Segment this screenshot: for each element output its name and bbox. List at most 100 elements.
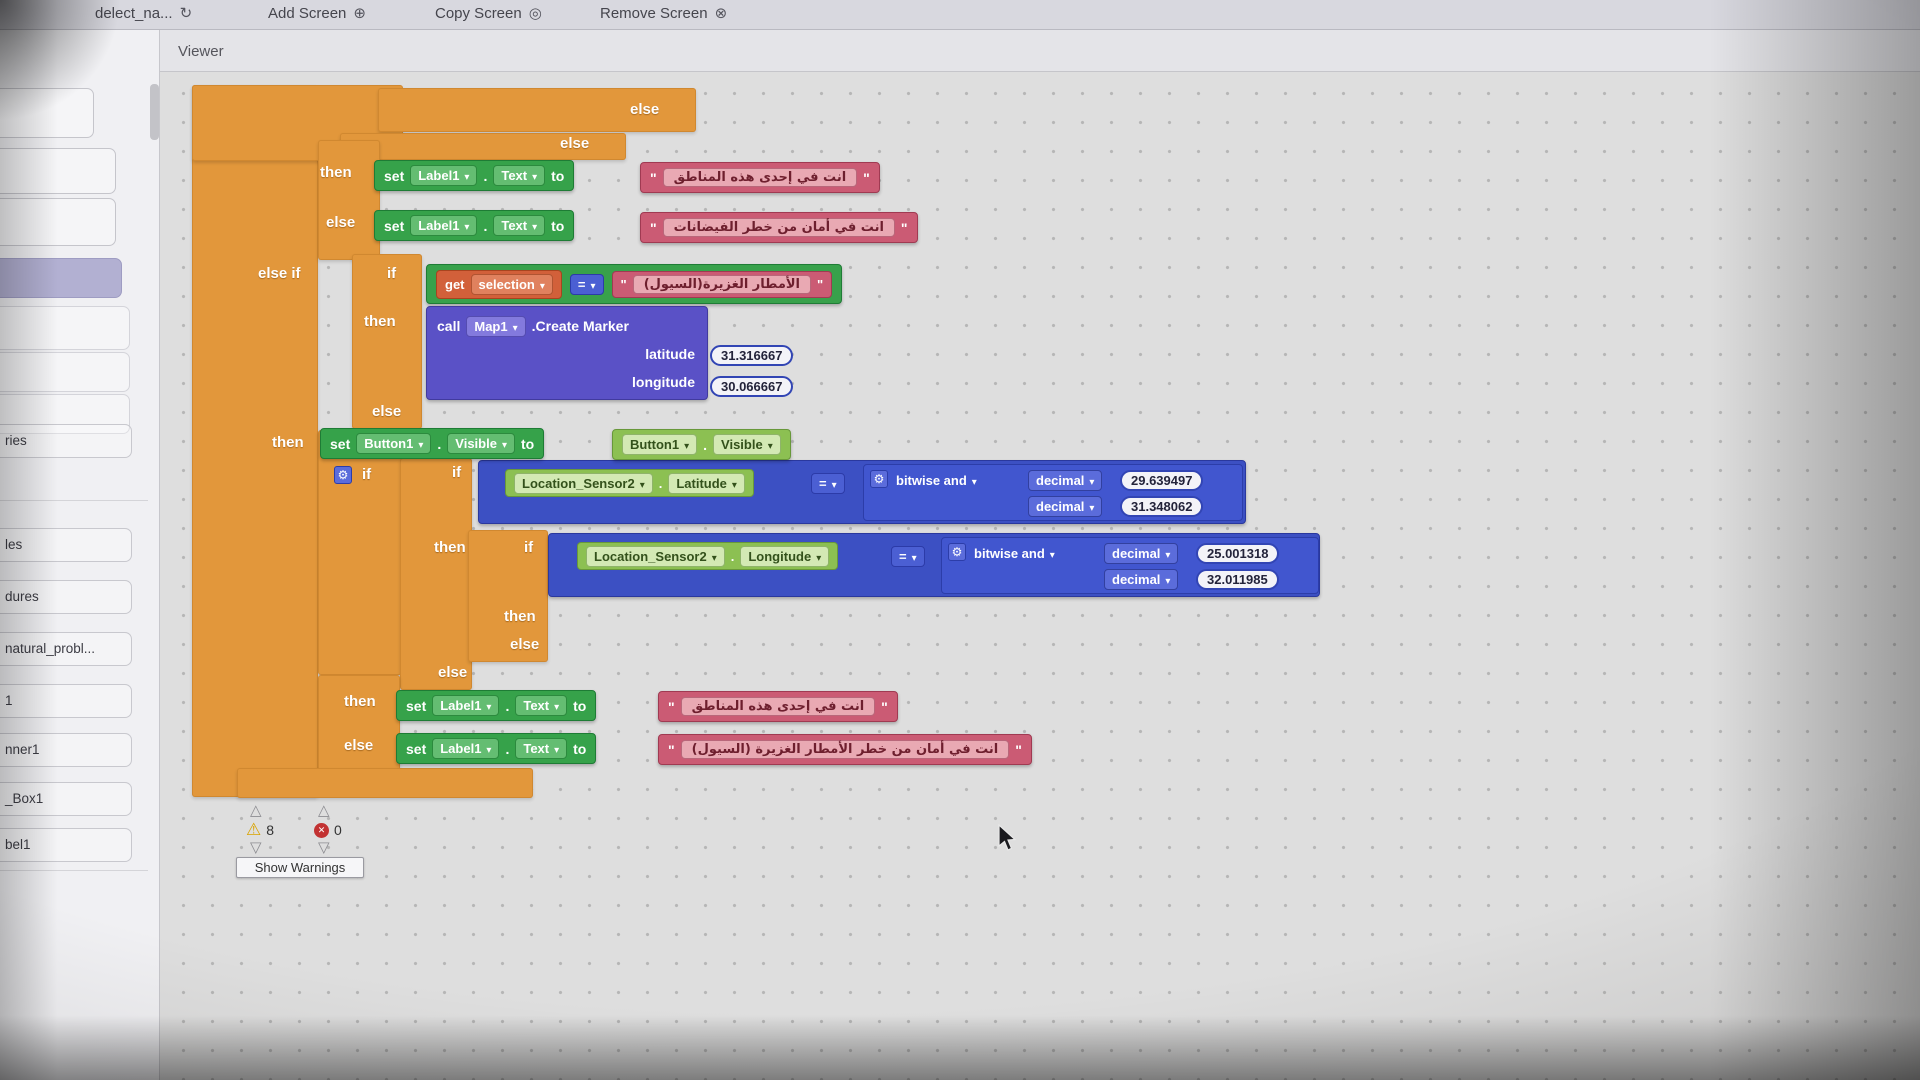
call-keyword: call bbox=[437, 318, 461, 334]
property-dropdown[interactable]: Text bbox=[515, 695, 568, 716]
caret-down-icon bbox=[513, 319, 518, 334]
component-dropdown[interactable]: Map1 bbox=[466, 315, 526, 337]
function-dropdown[interactable]: bitwise and bbox=[896, 473, 977, 488]
show-warnings-button[interactable]: Show Warnings bbox=[236, 857, 364, 878]
screen-selector-button[interactable]: delect_na... bbox=[95, 4, 192, 22]
text-string-block[interactable]: الأمطار الغزيرة(السيول) bbox=[611, 270, 833, 298]
nested-if-column[interactable] bbox=[318, 430, 402, 675]
function-dropdown[interactable]: bitwise and bbox=[974, 546, 1055, 561]
number-block-longitude[interactable]: 30.066667 bbox=[710, 376, 794, 397]
decimal-dropdown[interactable]: decimal bbox=[1028, 496, 1103, 517]
caret-down-icon bbox=[554, 698, 559, 713]
set-property-block[interactable]: set Label1 . Text to bbox=[374, 210, 575, 241]
number-block[interactable]: 25.001318 bbox=[1196, 543, 1280, 564]
set-property-block[interactable]: set Label1 . Text to bbox=[396, 690, 597, 721]
mutator-gear-icon[interactable] bbox=[334, 466, 352, 484]
text-string-block[interactable]: انت في أمان من خطر الأمطار الغزيرة (السي… bbox=[658, 734, 1032, 765]
operator-dropdown[interactable]: = bbox=[811, 473, 845, 494]
if-label: if bbox=[524, 539, 534, 556]
decimal-dropdown[interactable]: decimal bbox=[1104, 543, 1179, 564]
number-block[interactable]: 29.639497 bbox=[1120, 470, 1204, 491]
component-dropdown[interactable]: Label1 bbox=[432, 695, 500, 716]
remove-screen-label: Remove Screen bbox=[600, 4, 708, 22]
dropdown-value: Location_Sensor2 bbox=[522, 475, 635, 491]
operator-value: = bbox=[899, 549, 907, 564]
if-block-column[interactable] bbox=[318, 140, 380, 260]
collapse-down-icon[interactable]: ▽ bbox=[250, 839, 262, 856]
caret-down-icon bbox=[464, 168, 469, 183]
errors-counter[interactable]: 0 bbox=[314, 822, 342, 838]
property-dropdown[interactable]: Latitude bbox=[668, 472, 745, 494]
text-value-field[interactable]: الأمطار الغزيرة(السيول) bbox=[632, 274, 812, 294]
warnings-counter[interactable]: 8 bbox=[246, 820, 274, 840]
collapse-down-icon[interactable]: ▽ bbox=[318, 839, 330, 856]
collapse-up-icon[interactable]: △ bbox=[318, 802, 330, 819]
nested-if-column[interactable] bbox=[400, 458, 472, 690]
component-dropdown[interactable]: Button1 bbox=[622, 434, 698, 455]
get-property-block[interactable]: Location_Sensor2 . Latitude bbox=[505, 469, 754, 497]
get-variable-block[interactable]: get selection bbox=[436, 269, 562, 299]
number-block-latitude[interactable]: 31.316667 bbox=[710, 345, 794, 366]
decimal-dropdown[interactable]: decimal bbox=[1028, 470, 1103, 491]
screen-toolbar: delect_na... Add Screen Copy Screen Remo… bbox=[0, 0, 1920, 30]
else-if-label: else if bbox=[258, 265, 301, 282]
text-value-field[interactable]: انت في أمان من خطر الفيضانات bbox=[662, 218, 895, 237]
bitwise-and-block[interactable]: bitwise and decimal 29.639497 decimal 31… bbox=[863, 464, 1243, 521]
operator-value: = bbox=[577, 276, 586, 292]
if-block-footer[interactable] bbox=[237, 768, 533, 798]
set-keyword: set bbox=[384, 167, 405, 184]
bitwise-and-block[interactable]: bitwise and decimal 25.001318 decimal 32… bbox=[941, 537, 1319, 594]
property-dropdown[interactable]: Text bbox=[515, 738, 568, 759]
set-property-block[interactable]: set Button1 . Visible to bbox=[320, 428, 545, 459]
set-property-block[interactable]: set Label1 . Text to bbox=[374, 160, 575, 191]
text-value-field[interactable]: انت في إحدى هذه المناطق bbox=[662, 168, 858, 187]
add-screen-button[interactable]: Add Screen bbox=[268, 4, 366, 22]
math-compare-block[interactable]: Location_Sensor2 . Longitude = bitwise a… bbox=[548, 533, 1320, 597]
copy-screen-button[interactable]: Copy Screen bbox=[435, 4, 542, 22]
dropdown-value: decimal bbox=[1112, 546, 1161, 561]
remove-screen-button[interactable]: Remove Screen bbox=[600, 4, 727, 22]
operator-dropdown[interactable]: = bbox=[569, 273, 604, 295]
component-dropdown[interactable]: Label1 bbox=[410, 215, 478, 236]
decimal-dropdown[interactable]: decimal bbox=[1104, 569, 1179, 590]
text-string-block[interactable]: انت في إحدى هذه المناطق bbox=[658, 691, 898, 722]
component-dropdown[interactable]: Label1 bbox=[410, 165, 478, 186]
component-dropdown[interactable]: Button1 bbox=[356, 433, 432, 454]
component-dropdown[interactable]: Label1 bbox=[432, 738, 500, 759]
set-property-block[interactable]: set Label1 . Text to bbox=[396, 733, 597, 764]
set-keyword: set bbox=[406, 740, 427, 757]
dot-separator: . bbox=[703, 436, 708, 453]
plus-circle-icon bbox=[353, 4, 366, 22]
then-label: then bbox=[272, 434, 304, 451]
property-dropdown[interactable]: Visible bbox=[447, 433, 515, 454]
get-property-block[interactable]: Button1 . Visible bbox=[612, 429, 791, 460]
else-label: else bbox=[560, 135, 590, 152]
property-dropdown[interactable]: Longitude bbox=[740, 545, 830, 567]
mutator-gear-icon[interactable] bbox=[948, 543, 966, 561]
property-dropdown[interactable]: Visible bbox=[713, 434, 781, 455]
property-dropdown[interactable]: Text bbox=[493, 165, 546, 186]
number-block[interactable]: 32.011985 bbox=[1196, 569, 1279, 590]
dropdown-value: decimal bbox=[1036, 473, 1085, 488]
property-dropdown[interactable]: Text bbox=[493, 215, 546, 236]
compare-equals-block[interactable]: get selection = الأمطار الغزيرة(السيول) bbox=[426, 264, 843, 304]
text-value-field[interactable]: انت في إحدى هذه المناطق bbox=[680, 697, 876, 716]
screen-selector-label: delect_na... bbox=[95, 4, 173, 22]
number-block[interactable]: 31.348062 bbox=[1120, 496, 1204, 517]
collapse-up-icon[interactable]: △ bbox=[250, 802, 262, 819]
set-keyword: set bbox=[406, 697, 427, 714]
mutator-gear-icon[interactable] bbox=[870, 470, 888, 488]
text-string-block[interactable]: انت في إحدى هذه المناطق bbox=[640, 162, 880, 193]
get-property-block[interactable]: Location_Sensor2 . Longitude bbox=[577, 542, 839, 570]
variable-dropdown[interactable]: selection bbox=[470, 273, 553, 295]
nested-if-column[interactable] bbox=[318, 675, 400, 775]
call-method-block[interactable]: call Map1 .Create Marker latitude longit… bbox=[426, 306, 708, 400]
component-dropdown[interactable]: Location_Sensor2 bbox=[514, 472, 653, 494]
math-compare-block[interactable]: Location_Sensor2 . Latitude = bitwise an… bbox=[478, 460, 1246, 524]
component-dropdown[interactable]: Location_Sensor2 bbox=[586, 545, 725, 567]
else-label: else bbox=[630, 101, 660, 118]
text-value-field[interactable]: انت في أمان من خطر الأمطار الغزيرة (السي… bbox=[680, 740, 1010, 759]
operator-dropdown[interactable]: = bbox=[891, 546, 925, 567]
text-string-block[interactable]: انت في أمان من خطر الفيضانات bbox=[640, 212, 918, 243]
dropdown-value: Latitude bbox=[676, 475, 727, 491]
